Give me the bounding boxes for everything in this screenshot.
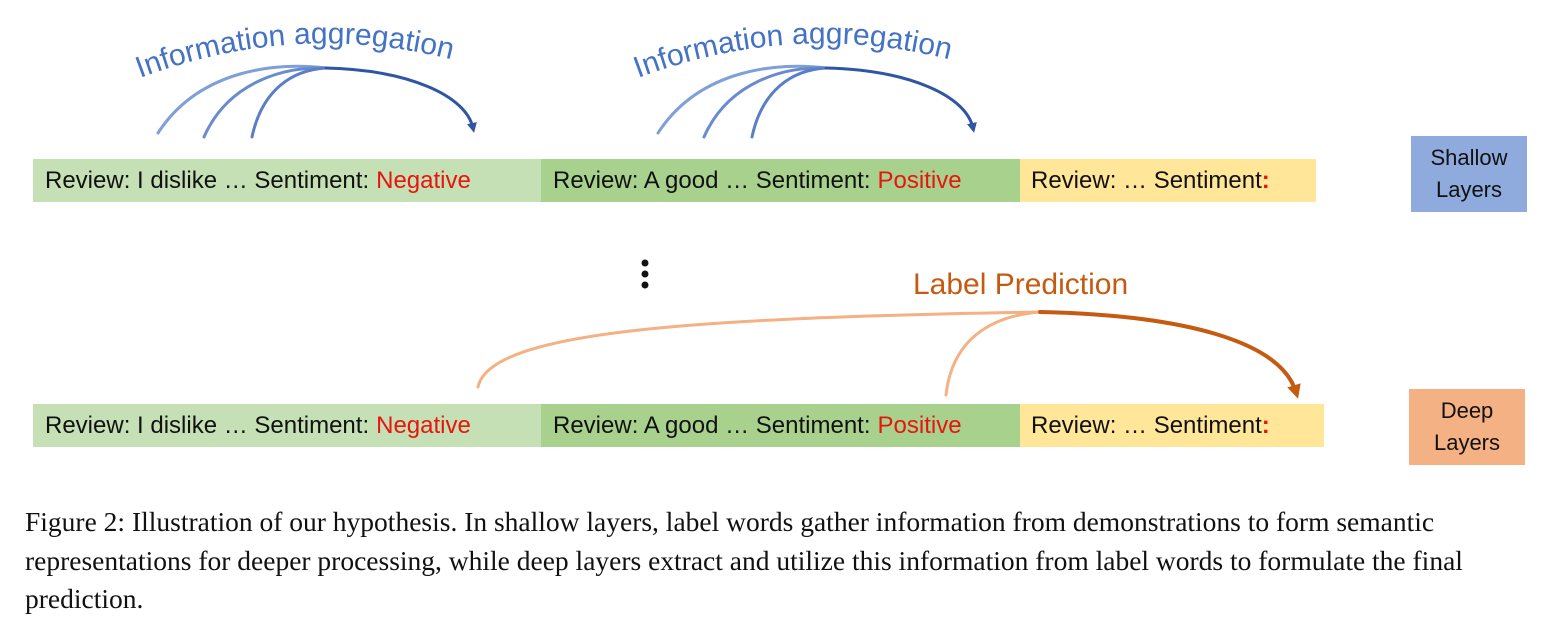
demonstration-segment-positive: Review: A good … Sentiment:Positive: [541, 404, 1020, 447]
segment-text: Review: … Sentiment: [1031, 166, 1262, 194]
segment-text: Review: A good … Sentiment:: [553, 411, 871, 439]
query-label-position: :: [1261, 411, 1270, 439]
layer-label-line1: Deep: [1440, 398, 1494, 423]
query-segment: Review: … Sentiment:: [1020, 159, 1316, 202]
segment-text: Review: … Sentiment: [1031, 411, 1262, 439]
aggregation-arc: [750, 66, 828, 139]
vertical-ellipsis-icon: [641, 259, 649, 289]
aggregation-arrow: [324, 66, 477, 133]
prediction-arrows: [476, 310, 1301, 399]
deep-layers-box: Deep Layers: [1409, 389, 1525, 465]
info-aggregation-label-2: Information aggregation: [629, 17, 955, 84]
prediction-arc: [944, 310, 1042, 397]
label-word-positive: Positive: [877, 166, 962, 194]
aggregation-arc: [656, 64, 828, 135]
hypothesis-diagram: Information aggregation Information aggr…: [33, 17, 1527, 465]
layer-label-line1: Shallow: [1430, 145, 1508, 170]
segment-text: Review: I dislike … Sentiment:: [45, 411, 370, 439]
shallow-layers-box: Shallow Layers: [1411, 136, 1527, 212]
demonstration-segment-positive: Review: A good … Sentiment:Positive: [541, 159, 1020, 202]
label-word-positive: Positive: [877, 411, 962, 439]
aggregation-arc: [156, 64, 328, 135]
shallow-layer-sequence: Review: I dislike … Sentiment:Negative R…: [33, 159, 1316, 202]
aggregation-arc: [702, 66, 828, 139]
demonstration-segment-negative: Review: I dislike … Sentiment:Negative: [33, 404, 541, 447]
prediction-arc: [476, 310, 1042, 389]
query-segment: Review: … Sentiment:: [1020, 404, 1324, 447]
deep-layer-sequence: Review: I dislike … Sentiment:Negative R…: [33, 404, 1324, 447]
label-word-negative: Negative: [376, 411, 471, 439]
segment-text: Review: I dislike … Sentiment:: [45, 166, 370, 194]
aggregation-arrows-1: [156, 64, 477, 139]
query-label-position: :: [1261, 166, 1270, 194]
aggregation-arrow: [824, 66, 977, 133]
aggregation-arrows-2: [656, 64, 977, 139]
aggregation-arc: [250, 66, 328, 139]
figure-caption: Figure 2: Illustration of our hypothesis…: [25, 506, 1463, 614]
layer-label-line2: Layers: [1435, 177, 1503, 202]
prediction-arrow: [1038, 310, 1301, 399]
label-word-negative: Negative: [376, 166, 471, 194]
demonstration-segment-negative: Review: I dislike … Sentiment:Negative: [33, 159, 541, 202]
segment-text: Review: A good … Sentiment:: [553, 166, 871, 194]
layer-label-line2: Layers: [1433, 430, 1501, 455]
aggregation-arc: [202, 66, 328, 139]
diagram-arrows: Information aggregation Information aggr…: [131, 17, 1301, 399]
label-prediction-label: Label Prediction: [913, 268, 1128, 301]
